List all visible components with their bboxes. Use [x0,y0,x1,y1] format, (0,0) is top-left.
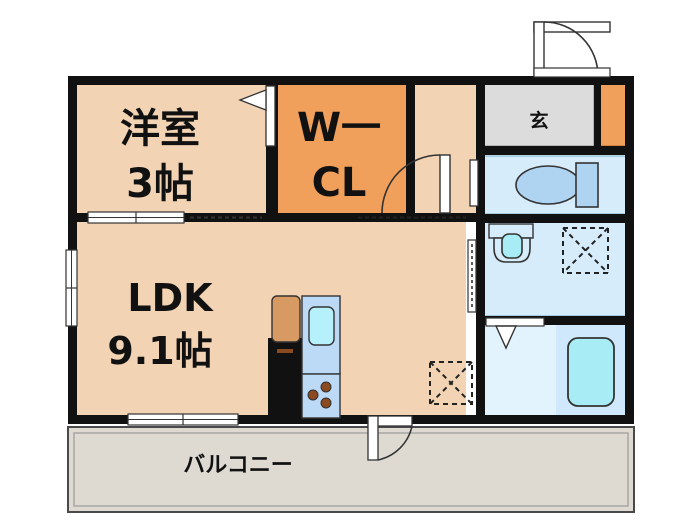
toilet-door-panel [469,159,479,207]
kitchen-cabinet-handle [277,349,293,353]
bathtub [567,337,615,407]
wall-hall-water [476,76,485,424]
hallway-door-panel [439,154,451,214]
ldk-size-label: 9.1帖 [107,329,212,373]
balcony-label: バルコニー [183,453,293,478]
ldk-south-window [127,413,239,426]
balcony-floor [67,426,635,513]
washing-machine-space [562,227,609,274]
kitchen-stove [301,373,341,419]
balcony-door-panel [367,415,379,461]
wcl-door-panel [265,85,276,147]
wcl-label-line2: CL [312,160,367,206]
hallway-door-arc [381,154,441,214]
wall-wcl-hall [406,76,415,222]
wall-toilet-bottom [476,214,634,223]
balcony-door-arc [377,425,413,461]
balcony-area: バルコニー [67,426,635,513]
wall-washroom-bottom [476,316,634,325]
bathroom-door[interactable] [485,317,545,350]
washer-x-2 [562,227,609,274]
entrance-label: 玄 [529,109,548,132]
western-room-label: 洋室 [120,106,200,152]
wcl-folding-door[interactable] [238,85,276,147]
bathroom-door-leaf [494,325,518,350]
wall-entrance-bottom [476,146,596,155]
wall-top [68,76,634,85]
western-room-south-opening[interactable] [87,211,262,224]
entrance-door[interactable] [533,21,611,78]
balcony-door[interactable] [367,415,413,461]
storage-outline [429,361,473,405]
refrigerator-space [271,295,301,343]
toilet-bowl [515,165,581,205]
stove-burner-1 [320,381,332,393]
room-floors [76,83,627,419]
western-room-size-label: 3帖 [126,161,194,207]
wall-shoe-closet-left [594,76,601,154]
toilet-fixtures [515,162,599,208]
stove-burner-2 [307,389,319,401]
wall-below-wcl-hall [278,213,476,222]
western-room-floor [76,84,266,216]
kitchen-sink [308,306,335,346]
bathroom-fixtures [567,337,615,407]
entrance-door-arc [543,21,599,77]
wall-entrance-bottom-right [594,146,634,155]
hallway-door[interactable] [381,154,451,214]
wcl-door-leaf [238,89,267,111]
wcl-label-line1: W一 [297,105,381,151]
kitchen-unit [268,295,341,419]
wall-bottom [68,415,634,424]
ldk-label: LDK [127,276,214,320]
bathroom-door-panel [485,317,545,327]
stove-burner-3 [320,397,332,409]
toilet-tank [575,162,599,208]
washroom-fixtures [488,223,609,274]
washroom-sliding-door[interactable] [467,239,477,313]
vanity-sink [501,233,523,259]
balcony-inner-line [73,432,629,507]
ldk-west-window [65,249,78,327]
shoe-closet [599,83,627,147]
toilet-door[interactable] [469,159,479,207]
entrance-door-frame [533,67,611,78]
storage-space [429,361,473,405]
storage-x-2 [429,361,473,405]
wall-right-dup [625,76,634,424]
